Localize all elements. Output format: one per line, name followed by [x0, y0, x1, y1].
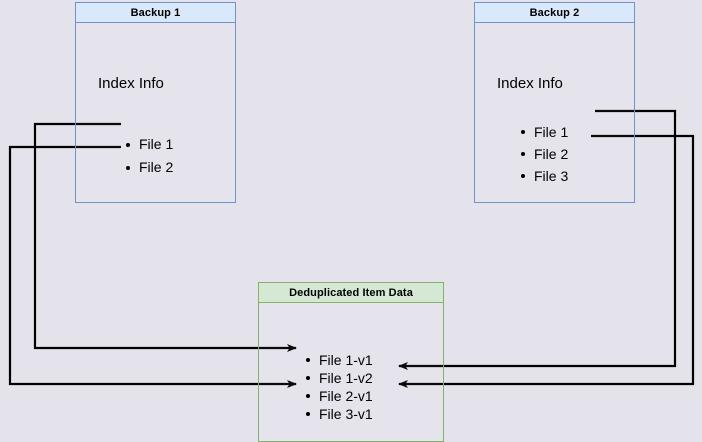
node-backup-1-body: Index Info File 1 File 2 — [75, 23, 236, 203]
backup-2-file-list: File 1 File 2 File 3 — [519, 121, 568, 187]
backup-1-file-item[interactable]: File 1 — [124, 133, 173, 156]
node-backup-1[interactable]: Backup 1 Index Info File 1 File 2 — [75, 2, 236, 203]
dedup-item-label: File 1-v1 — [319, 352, 373, 368]
backup-2-file-label: File 3 — [534, 168, 569, 184]
backup-2-file-item[interactable]: File 1 — [519, 121, 568, 143]
backup-2-file-label: File 2 — [534, 146, 569, 162]
backup-2-index-info-label: Index Info — [497, 75, 563, 92]
backup-1-file-item[interactable]: File 2 — [124, 156, 173, 179]
backup-2-file-item[interactable]: File 3 — [519, 165, 568, 187]
node-backup-2-body: Index Info File 1 File 2 File 3 — [474, 23, 635, 203]
dedup-item[interactable]: File 2-v1 — [304, 387, 373, 405]
dedup-item-label: File 1-v2 — [319, 370, 373, 386]
node-dedup-title: Deduplicated Item Data — [258, 282, 444, 303]
backup-1-index-info-label: Index Info — [98, 75, 164, 92]
node-backup-2[interactable]: Backup 2 Index Info File 1 File 2 File 3 — [474, 2, 635, 203]
dedup-item-label: File 3-v1 — [319, 406, 373, 422]
node-dedup-body: File 1-v1 File 1-v2 File 2-v1 File 3-v1 — [258, 303, 444, 442]
backup-2-file-item[interactable]: File 2 — [519, 143, 568, 165]
node-deduplicated-item-data[interactable]: Deduplicated Item Data File 1-v1 File 1-… — [258, 282, 444, 442]
backup-1-file-list: File 1 File 2 — [124, 133, 173, 179]
node-backup-1-title: Backup 1 — [75, 2, 236, 23]
dedup-item[interactable]: File 1-v2 — [304, 369, 373, 387]
node-backup-2-title: Backup 2 — [474, 2, 635, 23]
backup-2-file-label: File 1 — [534, 124, 569, 140]
backup-1-file-label: File 2 — [139, 159, 174, 175]
dedup-item[interactable]: File 1-v1 — [304, 351, 373, 369]
dedup-item-label: File 2-v1 — [319, 388, 373, 404]
dedup-item-list: File 1-v1 File 1-v2 File 2-v1 File 3-v1 — [304, 351, 373, 423]
dedup-item[interactable]: File 3-v1 — [304, 405, 373, 423]
backup-1-file-label: File 1 — [139, 136, 174, 152]
